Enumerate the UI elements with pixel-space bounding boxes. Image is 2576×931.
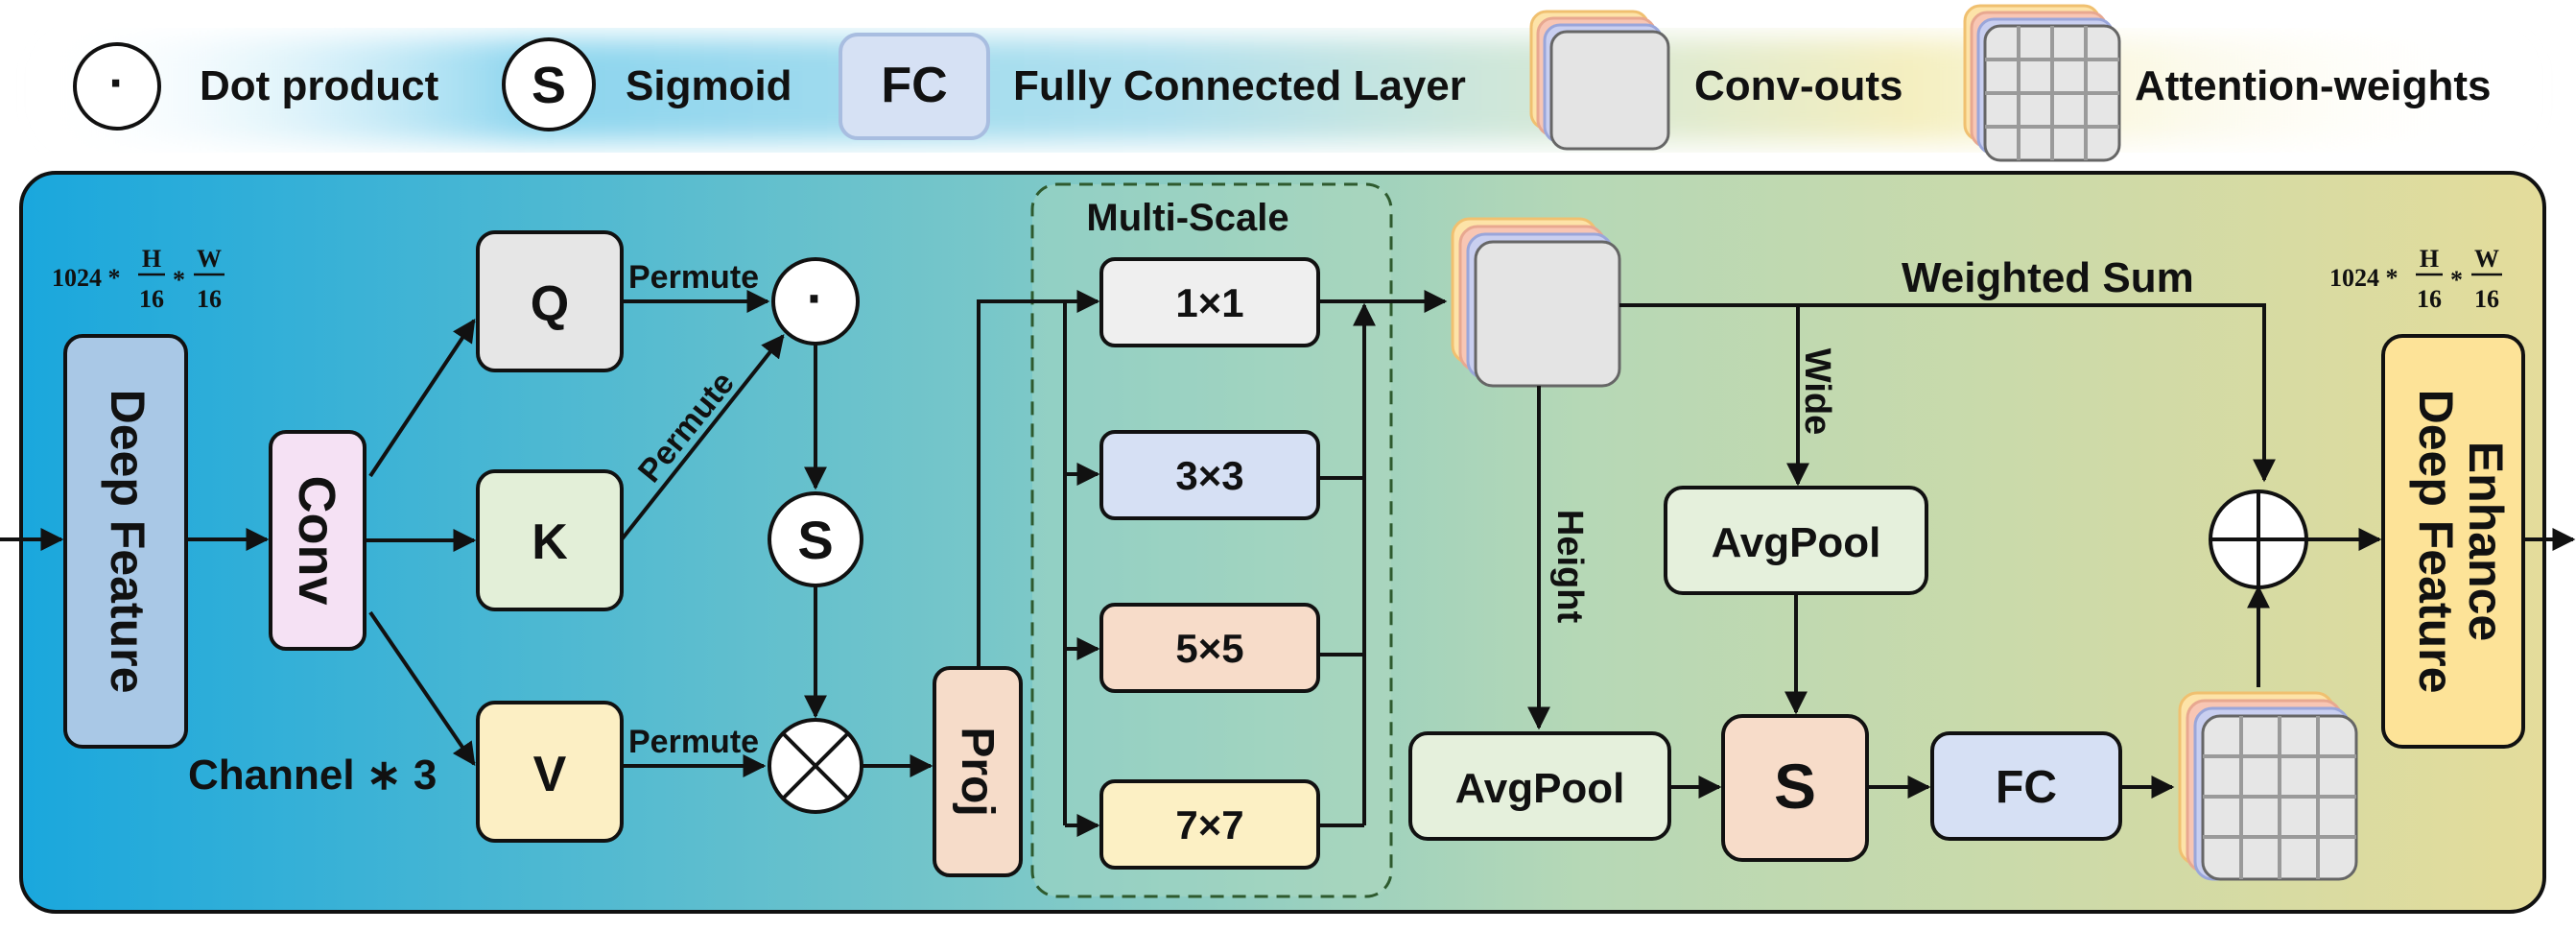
output-dim-w-den: 16 bbox=[2474, 285, 2499, 313]
sigmoid-block-label: S bbox=[1774, 751, 1816, 822]
kernel-3x3-label: 3×3 bbox=[1175, 453, 1243, 498]
legend-sigmoid-icon bbox=[502, 37, 596, 131]
permute-v-label: Permute bbox=[628, 724, 759, 760]
input-dim-prefix: 1024 * bbox=[52, 264, 121, 292]
k-label: K bbox=[532, 514, 568, 570]
dot-product-symbol: · bbox=[807, 268, 825, 328]
output-dim-star: * bbox=[2450, 266, 2463, 294]
height-label: Height bbox=[1549, 510, 1590, 624]
k-to-dot-arrow bbox=[620, 334, 785, 541]
enhance-label-line2: Deep Feature bbox=[2409, 390, 2463, 694]
multiscale-group bbox=[1030, 182, 1393, 898]
sum-icon bbox=[2209, 489, 2308, 589]
kernel-1x1-label: 1×1 bbox=[1175, 280, 1243, 325]
kernel-5x5-block bbox=[1099, 603, 1320, 693]
legend-sigmoid-symbol: S bbox=[532, 57, 566, 114]
convouts-stack bbox=[1451, 217, 1621, 388]
output-dim-w: W bbox=[2474, 245, 2499, 273]
conv-to-v-arrow bbox=[368, 610, 476, 766]
input-dimension: 1024 * H 16 * W 16 bbox=[52, 245, 225, 313]
proj-bus bbox=[977, 299, 1038, 668]
main-panel bbox=[19, 171, 2546, 914]
weighted-sum-label: Weighted Sum bbox=[1902, 254, 2194, 301]
legend: · Dot product S Sigmoid FC Fully Connect… bbox=[29, 4, 2542, 162]
kernel-3x3-block bbox=[1099, 430, 1320, 520]
wide-label: Wide bbox=[1797, 348, 1837, 435]
output-dim-h: H bbox=[2420, 245, 2439, 273]
legend-dot-label: Dot product bbox=[200, 62, 439, 109]
legend-convouts-icon bbox=[1529, 10, 1670, 151]
attention-weights-stack bbox=[2178, 691, 2358, 881]
avgpool-wide-label: AvgPool bbox=[1712, 519, 1881, 566]
legend-glow bbox=[29, 38, 2542, 142]
channel-label: Channel ∗ 3 bbox=[188, 752, 437, 799]
legend-attention-label: Attention-weights bbox=[2135, 62, 2492, 109]
avgpool-height-label: AvgPool bbox=[1455, 765, 1625, 812]
enhance-label-line1: Enhance bbox=[2459, 442, 2513, 641]
legend-dot-symbol: · bbox=[108, 56, 125, 111]
output-dim-prefix: 1024 * bbox=[2329, 264, 2399, 292]
output-dim-h-den: 16 bbox=[2417, 285, 2442, 313]
input-dim-w: W bbox=[197, 245, 222, 273]
conv-label: Conv bbox=[288, 476, 345, 606]
legend-attention-icon bbox=[1963, 4, 2121, 162]
proj-label: Proj bbox=[952, 727, 1003, 816]
input-dim-w-den: 16 bbox=[197, 285, 222, 313]
permute-q-label: Permute bbox=[628, 259, 759, 296]
k-block bbox=[476, 469, 624, 611]
legend-fc-icon bbox=[839, 33, 990, 140]
multiply-icon bbox=[768, 718, 863, 814]
multiscale-title: Multi-Scale bbox=[1086, 197, 1288, 239]
sigmoid-symbol: S bbox=[797, 510, 833, 570]
v-block bbox=[476, 701, 624, 843]
fc-block-label: FC bbox=[1996, 762, 2057, 813]
input-dim-h: H bbox=[142, 245, 161, 273]
legend-fc-symbol: FC bbox=[881, 58, 947, 113]
q-label: Q bbox=[531, 276, 569, 332]
legend-sigmoid-label: Sigmoid bbox=[626, 62, 792, 109]
legend-dot-icon bbox=[73, 42, 161, 131]
input-dim-star: * bbox=[173, 266, 185, 294]
legend-convouts-label: Conv-outs bbox=[1694, 62, 1903, 109]
weighted-sum-path bbox=[1619, 303, 2276, 483]
conv-to-q-arrow bbox=[368, 319, 476, 478]
kernel-7x7-label: 7×7 bbox=[1175, 802, 1243, 847]
output-dimension: 1024 * H 16 * W 16 bbox=[2329, 245, 2502, 313]
kernel-5x5-label: 5×5 bbox=[1175, 626, 1243, 671]
input-dim-h-den: 16 bbox=[139, 285, 164, 313]
deep-feature-label: Deep Feature bbox=[101, 390, 154, 694]
legend-fc-label: Fully Connected Layer bbox=[1013, 62, 1466, 109]
v-label: V bbox=[533, 747, 567, 802]
